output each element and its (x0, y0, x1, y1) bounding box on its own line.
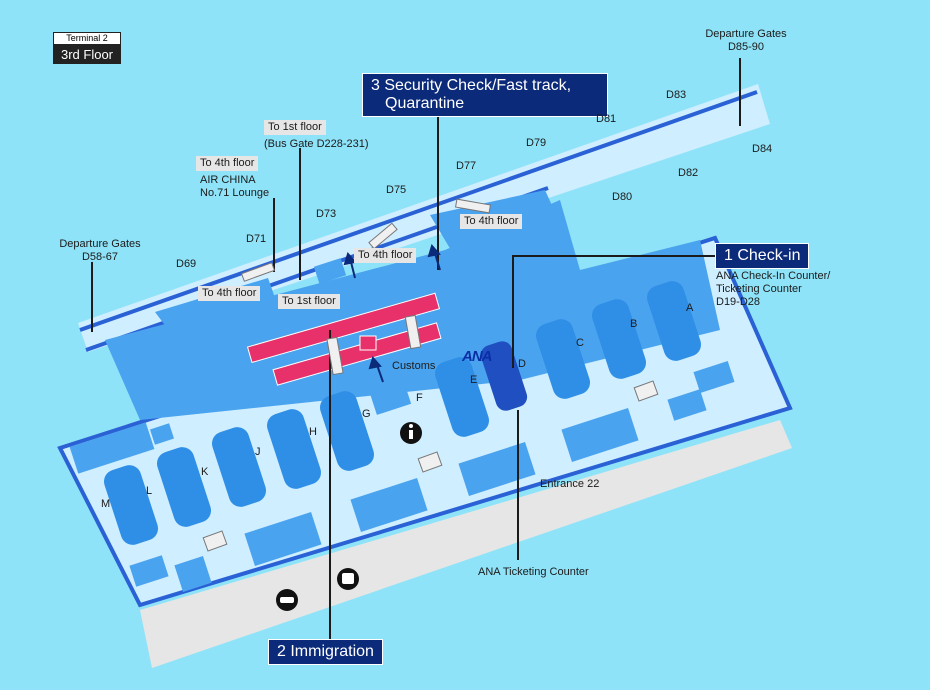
to-1st-floor-tag: To 1st floor (278, 294, 340, 309)
counter-label: E (470, 374, 478, 386)
counter-label: C (576, 337, 584, 349)
gate-label: D71 (246, 233, 267, 245)
ana-checkin-line-3: D19-D28 (716, 296, 761, 308)
lounge-line-1: AIR CHINA (200, 174, 256, 186)
counter-label: M (101, 498, 111, 510)
lounge-label: AIR CHINA No.71 Lounge (200, 174, 269, 200)
step-checkin-box: 1 Check-in (715, 243, 810, 269)
departure-gates-right: Departure Gates D85-90 (698, 28, 794, 54)
terminal-floor-badge: Terminal 2 3rd Floor (53, 32, 121, 64)
counter-label: J (255, 446, 261, 458)
departure-gates-left: Departure Gates D58-67 (52, 238, 148, 264)
gate-label: D84 (752, 143, 773, 155)
counter-islands (103, 281, 702, 545)
security-lanes (246, 292, 442, 386)
upper-wing (430, 190, 572, 282)
step-security-label-2: Quarantine (385, 95, 465, 112)
step-security-label: 3 Security Check/Fast track, (371, 77, 572, 94)
counter-label: G (362, 408, 371, 420)
counter-label: B (630, 318, 638, 330)
lounge-line-2: No.71 Lounge (200, 187, 270, 199)
counter-label: L (146, 485, 153, 497)
to-4th-floor-tag: To 4th floor (354, 248, 417, 263)
departure-gates-right-range: D85-90 (727, 41, 765, 53)
to-4th-floor-tag: To 4th floor (460, 214, 523, 229)
pier-edge-top (79, 90, 758, 332)
customs-label: Customs (392, 360, 436, 372)
floor-label: 3rd Floor (53, 45, 121, 64)
gate-label: D77 (456, 160, 477, 172)
gate-label: D82 (678, 167, 699, 179)
ana-checkin-label: ANA Check-In Counter/ Ticketing Counter … (716, 270, 830, 309)
step-lines (91, 58, 741, 640)
gate-label: D80 (612, 191, 633, 203)
bus-gate-label: (Bus Gate D228-231) (264, 138, 369, 150)
bus-icon (337, 568, 359, 590)
counter-label: F (416, 392, 423, 404)
road (140, 420, 792, 668)
arrow-icon (343, 243, 441, 383)
ana-checkin-line-2: Ticketing Counter (716, 283, 802, 295)
to-4th-floor-tag: To 4th floor (198, 286, 261, 301)
ana-logo: ANA (462, 348, 492, 365)
escalator-icon (202, 198, 659, 552)
gate-label: D81 (596, 113, 617, 125)
terminal-label: Terminal 2 (53, 32, 121, 45)
ana-checkin-line-1: ANA Check-In Counter/ (716, 270, 831, 282)
gate-label: D75 (386, 184, 407, 196)
gate-label: D83 (666, 89, 687, 101)
entrance-label: Entrance 22 (540, 478, 600, 490)
step-security-box: 3 Security Check/Fast track, Quarantine (362, 73, 608, 117)
step-immigration-box: 2 Immigration (268, 639, 383, 665)
departure-gates-left-range: D58-67 (81, 251, 119, 263)
to-1st-floor-tag: To 1st floor (264, 120, 326, 135)
counter-label: D (518, 358, 526, 370)
gate-label: D73 (316, 208, 337, 220)
departure-gates-right-title: Departure Gates (705, 28, 787, 40)
departure-gates-left-title: Departure Gates (59, 238, 141, 250)
counter-label: H (309, 426, 317, 438)
gate-label: D79 (526, 137, 547, 149)
counter-label: K (201, 466, 209, 478)
taxi-icon (276, 589, 298, 611)
service-blocks (69, 258, 735, 592)
ana-ticketing-label: ANA Ticketing Counter (478, 566, 589, 578)
counter-label: A (686, 302, 694, 314)
gate-label: D69 (176, 258, 197, 270)
to-4th-floor-tag: To 4th floor (196, 156, 259, 171)
information-icon (400, 422, 422, 444)
